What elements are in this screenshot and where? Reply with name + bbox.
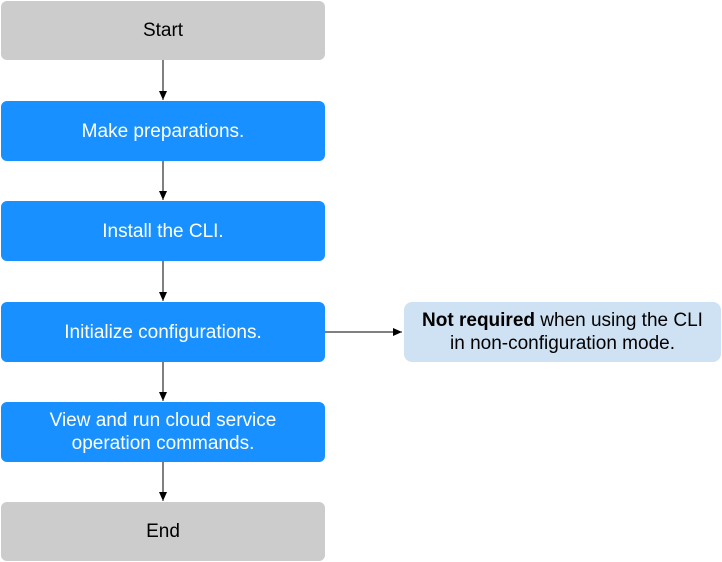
step-view-and-run-commands: View and run cloud service operation com…: [1, 402, 325, 462]
step-make-preparations: Make preparations.: [1, 101, 325, 161]
step-label: View and run cloud service operation com…: [49, 410, 277, 454]
step-initialize-configurations: Initialize configurations.: [1, 302, 325, 362]
start-node: Start: [1, 1, 325, 60]
note-rest-text: when using the CLI in non-configuration …: [450, 310, 703, 354]
start-node-label: Start: [142, 20, 184, 41]
step-label: Initialize configurations.: [64, 321, 262, 343]
step-label: Make preparations.: [81, 120, 245, 142]
note-not-required: Not required when using the CLI in non-c…: [404, 302, 721, 362]
end-node-label: End: [146, 521, 180, 542]
note-text: Not required when using the CLI in non-c…: [416, 309, 709, 355]
note-bold-text: Not required: [422, 310, 535, 331]
end-node: End: [1, 502, 325, 561]
step-label: Install the CLI.: [102, 220, 224, 242]
step-install-cli: Install the CLI.: [1, 201, 325, 261]
